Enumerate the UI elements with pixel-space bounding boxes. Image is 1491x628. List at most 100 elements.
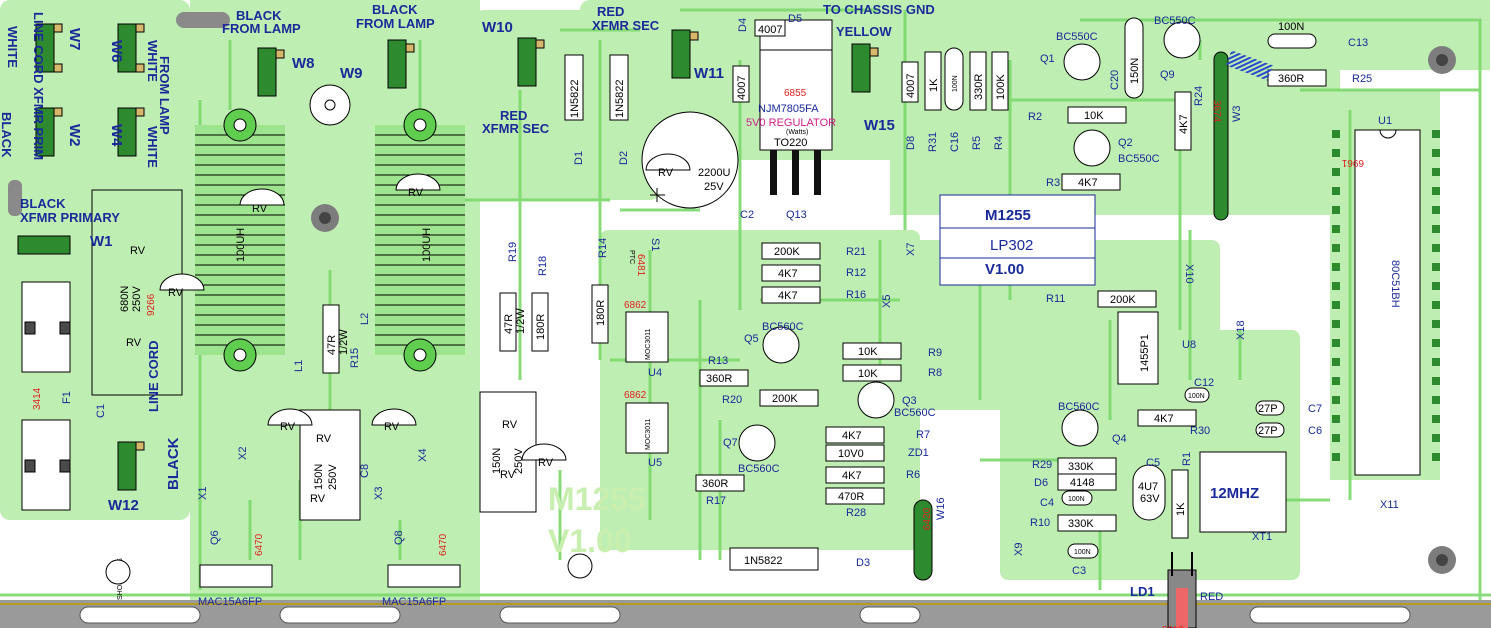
svg-text:X18: X18 [1235,320,1247,340]
svg-text:200K: 200K [774,246,800,258]
svg-text:RV: RV [316,433,332,445]
transistors [738,21,1201,462]
mcu-pins [1332,130,1440,461]
svg-text:470R: 470R [838,491,864,503]
svg-text:RV: RV [408,187,424,199]
svg-text:NJM7805FA: NJM7805FA [758,103,819,115]
label-line-cord: LINE CORD [146,341,161,413]
svg-text:R12: R12 [846,267,866,279]
label-line-cord-prim: LINE CORD XFMR PRIM [31,12,46,160]
svg-text:X5: X5 [881,295,893,308]
part-numbers: 6855 6862 6862 6470 6470 6481 9266 3414 … [32,88,1364,628]
connector-w1: W1 [90,233,113,250]
svg-text:330R: 330R [973,74,985,100]
svg-text:10K: 10K [858,368,878,380]
svg-text:S1: S1 [649,238,661,251]
svg-text:X7: X7 [905,243,917,256]
board-name: LP302 [990,237,1033,254]
svg-text:10V0: 10V0 [838,448,864,460]
svg-text:6855: 6855 [784,88,807,99]
svg-text:R3: R3 [1046,177,1060,189]
svg-text:150N: 150N [1129,58,1141,84]
label-black-lamp1: BLACK [236,8,282,23]
connector-w3: W3 [1231,106,1243,123]
mcu-u1 [1354,129,1421,476]
svg-text:100N: 100N [952,75,959,92]
component-values: 1N5822 1N5822 1N5822 4007 4007 4007 4148… [119,15,1401,608]
svg-text:BC550C: BC550C [1118,153,1160,165]
crystal-xt1 [1199,451,1287,533]
svg-text:R17: R17 [706,495,726,507]
svg-text:RV: RV [280,421,296,433]
board-info-box [939,194,1096,286]
connector-w4: W4 [108,124,125,147]
svg-text:X11: X11 [1380,499,1399,511]
svg-text:BC560C: BC560C [894,407,936,419]
mounting-holes [8,12,1456,579]
label-yellow: YELLOW [836,24,892,39]
svg-text:27P: 27P [1258,403,1278,415]
svg-text:D1: D1 [573,151,585,165]
svg-text:X10: X10 [1183,264,1195,284]
svg-text:100N: 100N [1278,21,1304,33]
svg-text:L1: L1 [293,360,305,372]
svg-text:Q7: Q7 [723,437,738,449]
svg-text:R30: R30 [1190,425,1210,437]
label-from-lamp2: FROM LAMP [356,16,435,31]
svg-text:L2: L2 [359,313,371,325]
svg-text:100K: 100K [995,74,1007,100]
svg-text:R11: R11 [1046,293,1065,305]
svg-text:4K7: 4K7 [778,268,798,280]
svg-text:4K7: 4K7 [778,290,798,302]
svg-text:R25: R25 [1352,73,1372,85]
svg-text:C2: C2 [740,209,754,221]
svg-text:C20: C20 [1109,70,1121,90]
svg-text:RV: RV [658,167,674,179]
svg-text:RV: RV [502,419,518,431]
svg-text:R24: R24 [1193,86,1205,106]
svg-text:Q9: Q9 [1160,69,1175,81]
svg-text:4K7: 4K7 [1178,114,1190,134]
edge-connector [0,600,1491,628]
svg-text:RV: RV [310,493,326,505]
svg-text:D2: D2 [618,151,630,165]
svg-text:1N5822: 1N5822 [614,79,626,118]
svg-text:150N: 150N [491,448,503,474]
svg-text:D6: D6 [1034,477,1048,489]
svg-text:R18: R18 [537,256,549,276]
label-from-lamp-right: FROM LAMP [157,56,172,135]
connector-w8: W8 [292,55,315,72]
svg-text:4K7: 4K7 [842,430,862,442]
label-red-sec2: RED [597,4,624,19]
svg-text:200K: 200K [772,393,798,405]
svg-text:TO220: TO220 [774,137,807,149]
svg-text:MAC15A6FP: MAC15A6FP [382,596,446,608]
svg-text:R15: R15 [349,348,361,368]
svg-text:12MHZ: 12MHZ [1210,485,1259,502]
svg-text:4K7: 4K7 [842,470,862,482]
label-white-left: WHITE [5,26,20,68]
svg-text:(Watts): (Watts) [786,129,808,136]
connector-w16: W16 [935,497,947,520]
wire-connectors [17,23,879,491]
connector-w7: W7 [66,28,83,51]
svg-text:Q6: Q6 [209,530,221,545]
svg-text:250V: 250V [131,286,143,312]
svg-text:R5: R5 [971,136,983,150]
svg-text:R10: R10 [1030,517,1050,529]
svg-text:180R: 180R [535,314,547,340]
svg-text:100N: 100N [1188,393,1205,400]
svg-text:47R: 47R [326,335,338,355]
svg-text:R21: R21 [846,246,866,258]
svg-text:R20: R20 [722,394,742,406]
svg-text:R2: R2 [1028,111,1042,123]
svg-text:1N5822: 1N5822 [569,79,581,118]
svg-text:BC550C: BC550C [1154,15,1196,27]
label-to-chassis: TO CHASSIS GND [823,2,935,17]
label-xfmr-sec2: XFMR SEC [592,18,660,33]
watermark-model: M1255 [548,481,646,517]
svg-text:R16: R16 [846,289,866,301]
board-model: M1255 [985,207,1031,224]
svg-text:4K7: 4K7 [1078,177,1098,189]
